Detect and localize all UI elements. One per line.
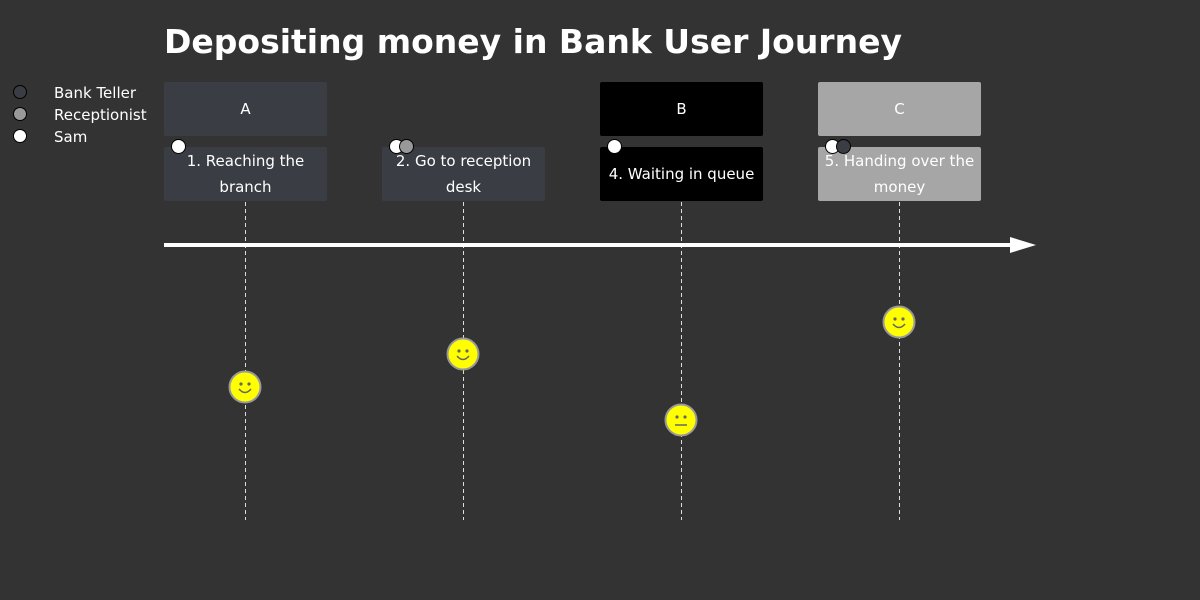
- actor-marker-receptionist: [399, 139, 414, 154]
- actor-marker-bank-teller: [836, 139, 851, 154]
- happy-face-icon: [446, 337, 480, 371]
- actor-dot-receptionist: [13, 107, 27, 121]
- actor-dot-sam: [13, 129, 27, 143]
- section-label: C: [894, 100, 905, 118]
- diagram-title: Depositing money in Bank User Journey: [164, 22, 902, 61]
- legend-label: Receptionist: [54, 106, 147, 124]
- task-reaching-branch: 1. Reaching the branch: [164, 147, 327, 201]
- task-label: 5. Handing over the money: [824, 152, 975, 196]
- task-label: 2. Go to reception desk: [395, 152, 532, 196]
- section-a: A: [164, 82, 327, 136]
- timeline-arrowhead: [1010, 237, 1036, 253]
- actor-marker-sam: [607, 139, 622, 154]
- section-label: A: [240, 100, 251, 118]
- happy-face-icon: [882, 305, 916, 339]
- legend-label: Sam: [54, 128, 88, 146]
- task-waiting-in-queue: 4. Waiting in queue: [600, 147, 763, 201]
- task-handing-over-money: 5. Handing over the money: [818, 147, 981, 201]
- task-go-to-reception: 2. Go to reception desk: [382, 147, 545, 201]
- happy-face-icon: [228, 370, 262, 404]
- section-label: B: [676, 100, 687, 118]
- neutral-face-icon: [664, 403, 698, 437]
- actor-marker-sam: [171, 139, 186, 154]
- task-label: 1. Reaching the branch: [186, 152, 305, 196]
- task-label: 4. Waiting in queue: [608, 165, 755, 183]
- section-b: B: [600, 82, 763, 136]
- actor-dot-bank-teller: [13, 85, 27, 99]
- legend-label: Bank Teller: [54, 84, 137, 102]
- section-c: C: [818, 82, 981, 136]
